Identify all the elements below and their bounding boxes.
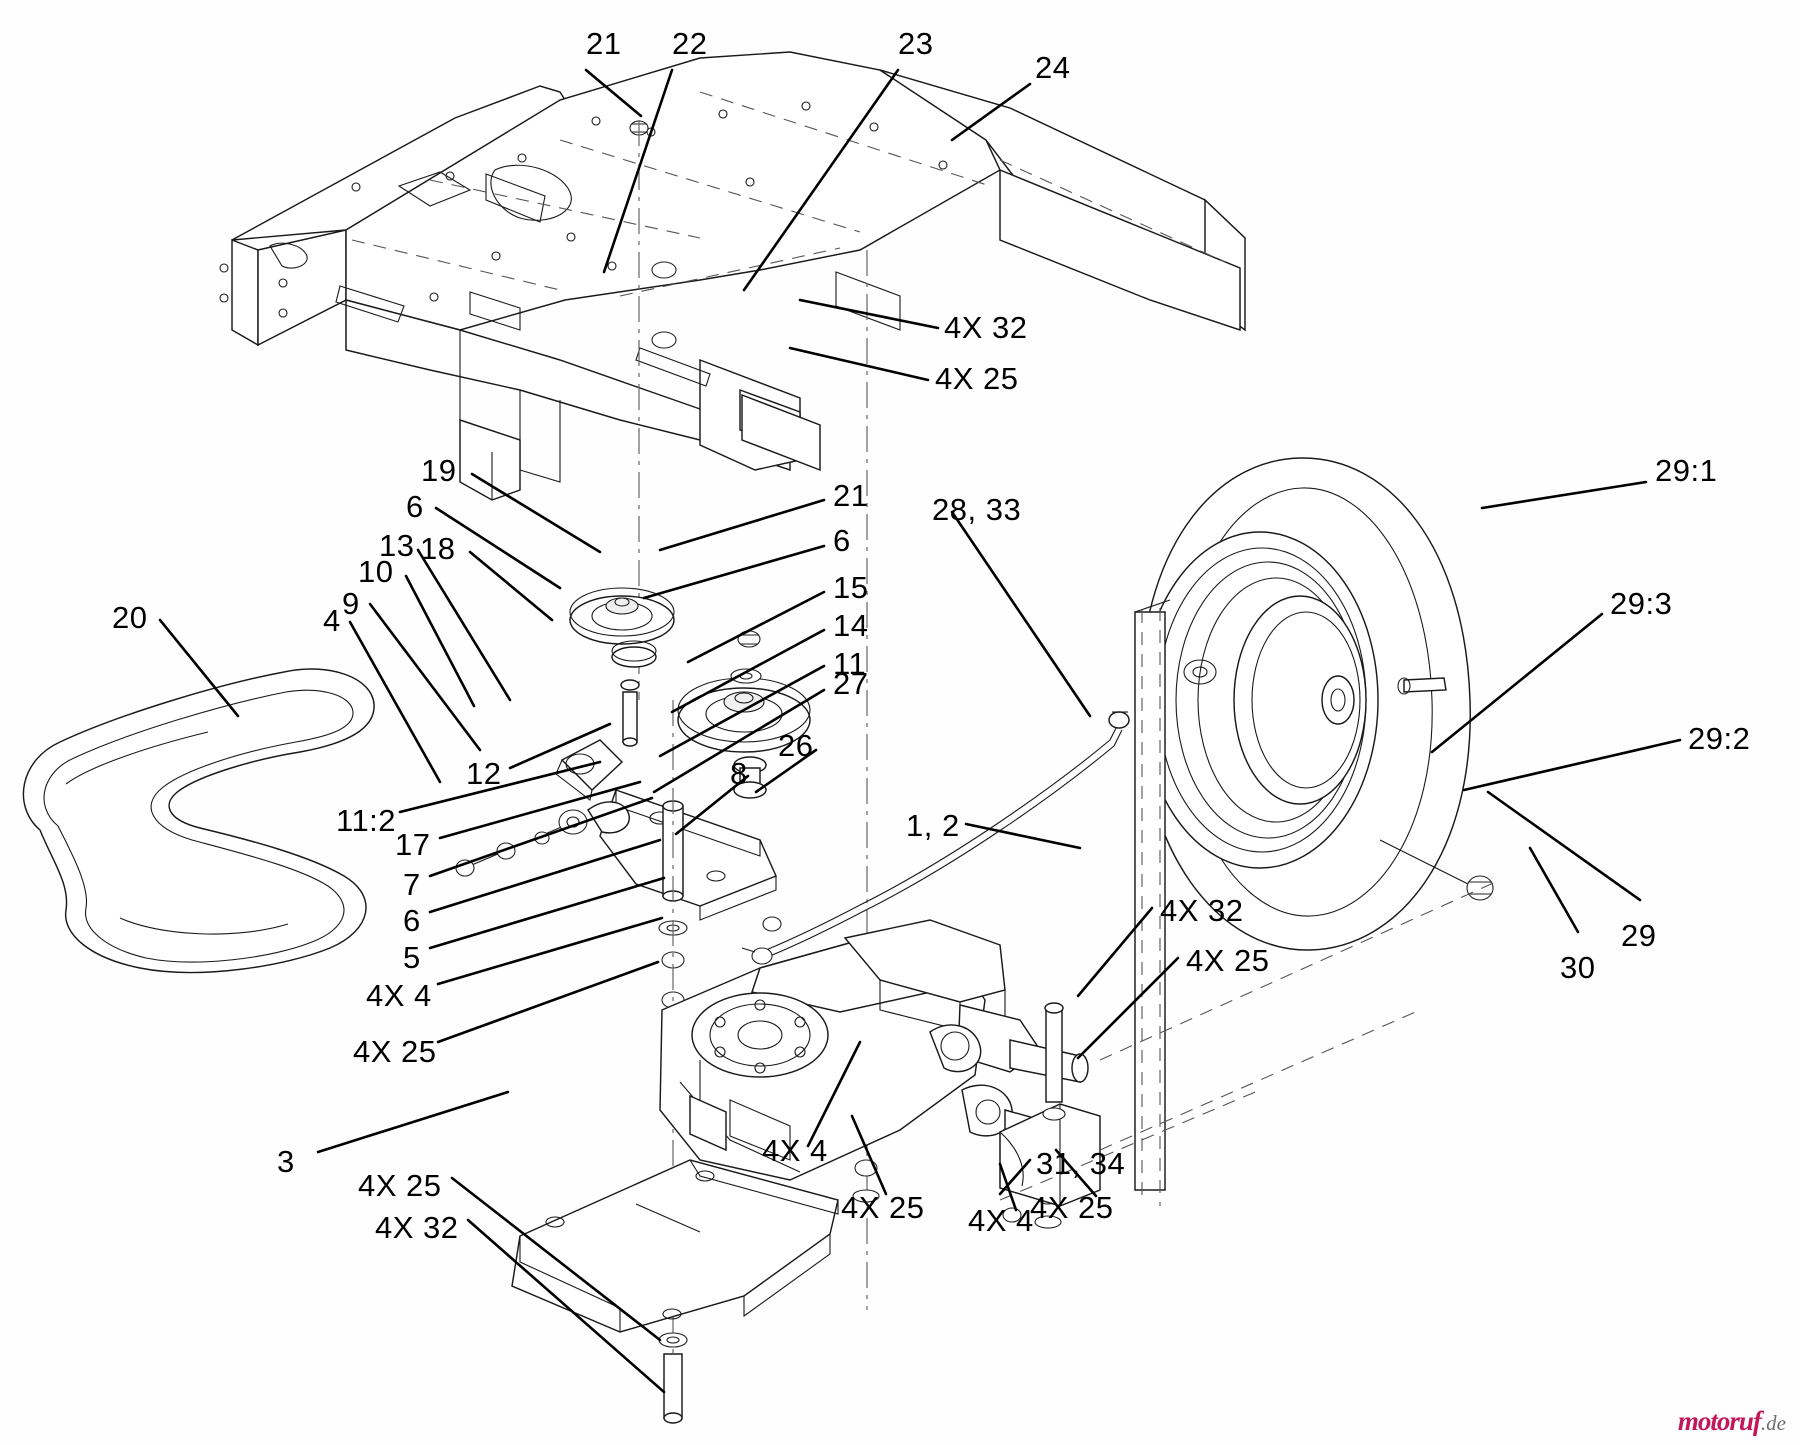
- callout-12: 12: [466, 756, 502, 791]
- callout-20: 20: [112, 600, 148, 635]
- bottom-mounting-plate: [511, 1159, 839, 1424]
- callout-7: 7: [403, 867, 421, 902]
- callout-4x32-right: 4X 32: [1160, 893, 1244, 928]
- callout-23: 23: [898, 26, 934, 61]
- callout-10: 10: [358, 554, 394, 589]
- callout-26: 26: [778, 728, 814, 763]
- callout-4x25-bottomcenter: 4X 25: [841, 1190, 925, 1225]
- callout-9: 9: [342, 586, 360, 621]
- callout-11-2: 11:2: [336, 803, 397, 838]
- callout-19: 19: [421, 453, 457, 488]
- idler-bracket: [455, 739, 777, 921]
- callout-22: 22: [672, 26, 708, 61]
- callout-30: 30: [1560, 950, 1596, 985]
- callout-4: 4: [323, 603, 341, 638]
- callout-24: 24: [1035, 50, 1071, 85]
- watermark: motoruf.de: [1678, 1406, 1786, 1437]
- rear-wheel-assembly: [1139, 457, 1494, 951]
- callout-15: 15: [833, 570, 869, 605]
- callout-5: 5: [403, 940, 421, 975]
- hydrostatic-transmission: [659, 919, 1089, 1229]
- callout-4x4-left: 4X 4: [366, 978, 432, 1013]
- callout-6-mid: 6: [833, 523, 851, 558]
- watermark-suffix: .de: [1760, 1411, 1786, 1435]
- callout-4x32-bottomleft: 4X 32: [375, 1210, 459, 1245]
- callout-4x32-upper: 4X 32: [944, 310, 1028, 345]
- callout-4x4-bottomcenter: 4X 4: [762, 1133, 828, 1168]
- callout-27: 27: [833, 666, 869, 701]
- callout-3: 3: [277, 1144, 295, 1179]
- callout-6-upper: 6: [406, 489, 424, 524]
- drive-belt: [22, 668, 375, 974]
- callout-4x25-right: 4X 25: [1186, 943, 1270, 978]
- callout-21-mid: 21: [833, 478, 869, 513]
- callout-4x4-bottomright: 4X 4: [968, 1203, 1034, 1238]
- callout-4x25-left: 4X 25: [353, 1034, 437, 1069]
- callout-4x25-bottomleft: 4X 25: [358, 1168, 442, 1203]
- callout-29: 29: [1621, 918, 1657, 953]
- callout-14: 14: [833, 608, 869, 643]
- callout-4x25-upper: 4X 25: [935, 361, 1019, 396]
- callout-8: 8: [730, 756, 748, 791]
- callout-31-34: 31, 34: [1036, 1146, 1126, 1181]
- right-mount-bracket: [999, 599, 1501, 1207]
- callout-17: 17: [395, 827, 431, 862]
- callout-1-2: 1, 2: [906, 808, 960, 843]
- callout-29-1: 29:1: [1655, 453, 1718, 488]
- watermark-brand: motoruf: [1677, 1406, 1762, 1436]
- control-rod: [741, 711, 1130, 965]
- callout-21-top: 21: [586, 26, 622, 61]
- upper-pulley-assembly: [569, 587, 675, 747]
- frame-assembly: [219, 51, 1246, 501]
- callout-11: 11: [833, 646, 867, 681]
- callout-28-33: 28, 33: [932, 492, 1022, 527]
- callout-18: 18: [420, 531, 456, 566]
- callout-29-3: 29:3: [1610, 586, 1673, 621]
- leader-lines: [158, 68, 1682, 1394]
- callout-6-lower: 6: [403, 903, 421, 938]
- callout-13: 13: [379, 528, 415, 563]
- callout-4x25-bottomright: 4X 25: [1030, 1190, 1114, 1225]
- callout-29-2: 29:2: [1688, 721, 1751, 756]
